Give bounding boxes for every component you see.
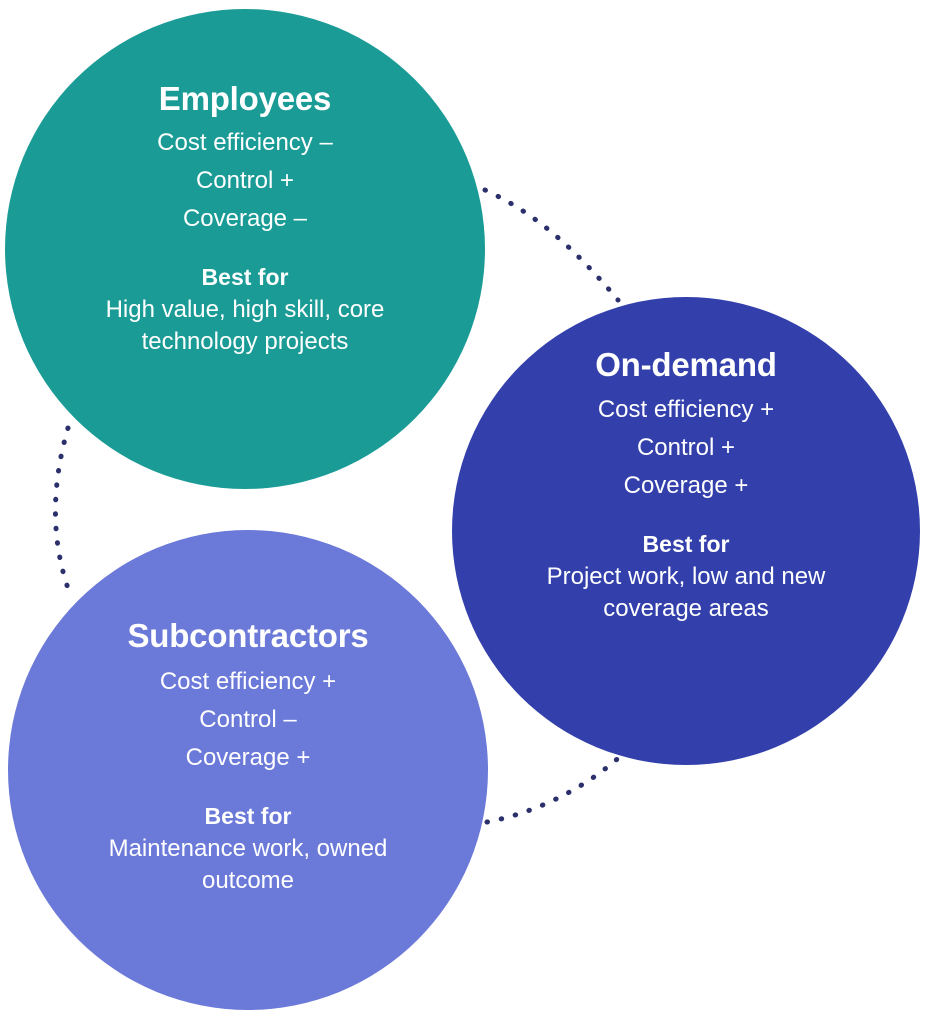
attribute-coverage: Coverage + — [623, 471, 749, 499]
connector-employees-to-subcontractors — [53, 425, 73, 597]
bubble-employees-best-for-label: Best for — [201, 263, 289, 290]
bubble-subcontractors-best-for-text: Maintenance work, owned outcome — [108, 835, 388, 895]
bubble-employees-best-for-text: High value, high skill, core technology … — [105, 296, 385, 356]
bubble-employees[interactable]: Employees Cost efficiency – Control + Co… — [5, 9, 485, 489]
bubble-ondemand[interactable]: On-demand Cost efficiency + Control + Co… — [452, 297, 920, 765]
attribute-control: Control + — [636, 433, 736, 461]
attribute-control: Control – — [199, 705, 297, 733]
attribute-cost-efficiency: Cost efficiency – — [157, 128, 333, 156]
attribute-coverage: Coverage + — [185, 743, 311, 771]
bubble-ondemand-attributes: Cost efficiency + Control + Coverage + — [598, 391, 774, 505]
attribute-coverage: Coverage – — [182, 204, 308, 232]
bubble-ondemand-best-for-label: Best for — [642, 530, 730, 557]
bubble-subcontractors-attributes: Cost efficiency + Control – Coverage + — [160, 663, 336, 777]
connector-employees-to-ondemand — [482, 187, 621, 303]
bubble-subcontractors-best-for-label: Best for — [204, 802, 292, 829]
connector-subcontractors-to-ondemand — [484, 749, 628, 825]
bubble-ondemand-best-for-text: Project work, low and new coverage areas — [546, 563, 826, 623]
bubble-ondemand-title: On-demand — [595, 346, 777, 383]
bubble-employees-attributes: Cost efficiency – Control + Coverage – — [157, 124, 333, 238]
bubble-subcontractors-title: Subcontractors — [127, 617, 369, 654]
attribute-cost-efficiency: Cost efficiency + — [597, 395, 775, 423]
attribute-cost-efficiency: Cost efficiency + — [159, 667, 337, 695]
bubble-subcontractors[interactable]: Subcontractors Cost efficiency + Control… — [8, 530, 488, 1010]
attribute-control: Control + — [195, 166, 295, 194]
bubble-employees-title: Employees — [158, 80, 332, 117]
